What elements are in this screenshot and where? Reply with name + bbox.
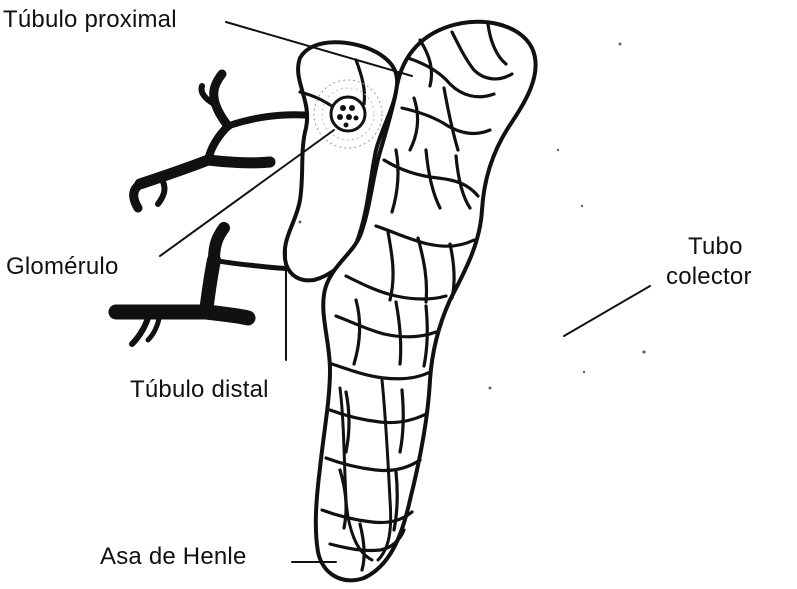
label-tubulo-distal: Túbulo distal [130, 378, 269, 402]
leader-line-tubo-colector [564, 286, 650, 336]
label-glomerulo: Glomérulo [6, 255, 119, 279]
label-tubo-colector-line1: Tubo [662, 232, 752, 262]
label-tubulo-proximal: Túbulo proximal [3, 8, 177, 32]
label-tubo-colector-line2: colector [662, 262, 752, 292]
nephron-body [285, 22, 536, 580]
label-asa-henle: Asa de Henle [100, 545, 247, 569]
label-tubo-colector: Tubo colector [662, 232, 752, 292]
